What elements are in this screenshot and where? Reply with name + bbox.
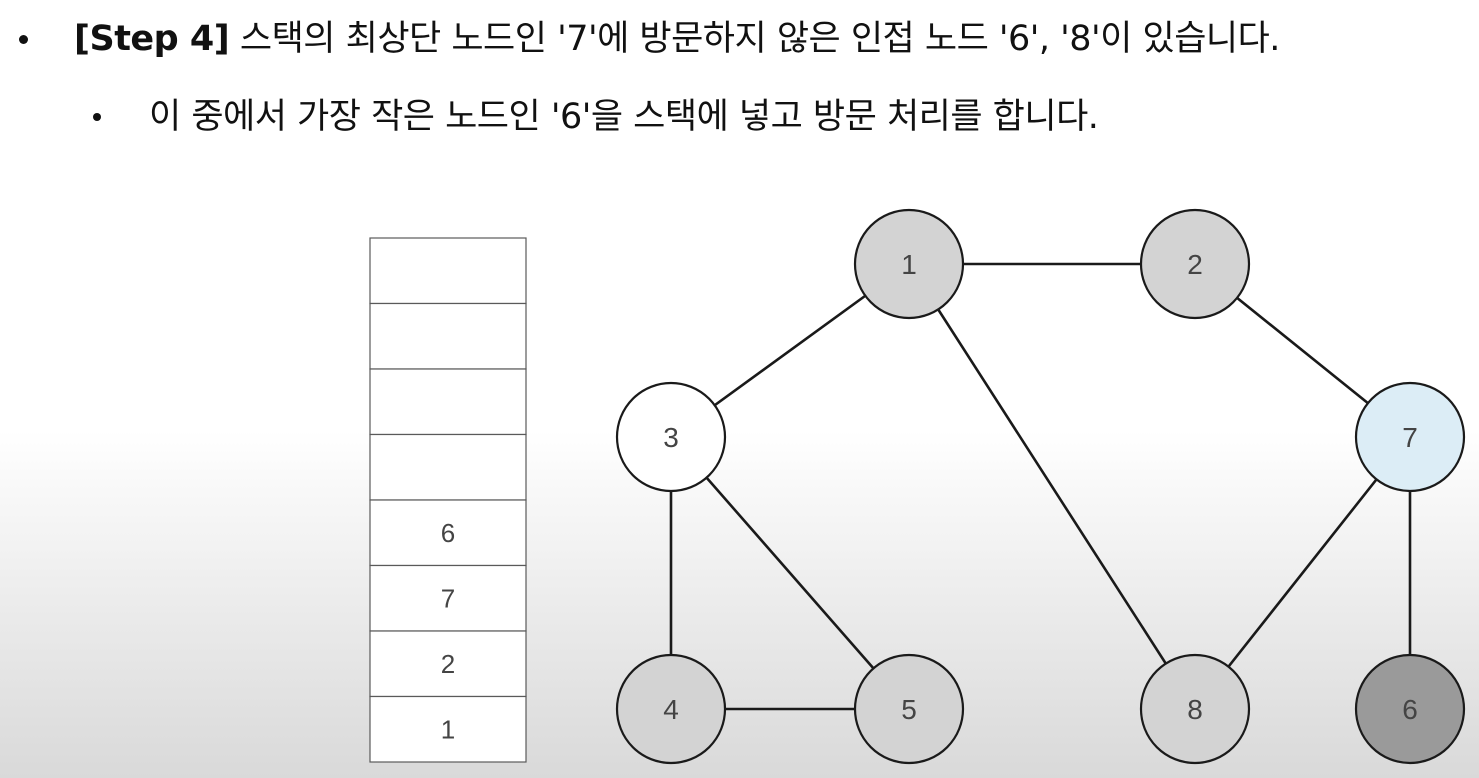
node-label: 1: [901, 249, 917, 280]
node-label: 4: [663, 694, 679, 725]
stack-cell-value: 1: [441, 714, 455, 744]
graph-edges: [669, 262, 1412, 711]
node-label: 5: [901, 694, 917, 725]
node-label: 6: [1402, 694, 1418, 725]
stack-cell-value: 2: [441, 649, 455, 679]
node-circle: [615, 381, 727, 493]
node-circle: [1139, 208, 1251, 320]
stack: 6 7 2 1: [369, 237, 527, 763]
graph-node-7: 7: [1354, 381, 1466, 493]
graph-node-3: 3: [615, 381, 727, 493]
stack-cell: [369, 368, 527, 436]
node-label: 3: [663, 422, 679, 453]
detail-text: 이 중에서 가장 작은 노드인 '6'을 스택에 넣고 방문 처리를 합니다.: [149, 97, 1099, 137]
edge-1-8: [907, 262, 1197, 711]
step-description: [Step 4] 스택의 최상단 노드인 '7'에 방문하지 않은 인접 노드 …: [74, 19, 1280, 59]
node-circle: [1354, 381, 1466, 493]
graph-nodes: 1 2 3 7 4 5 8 6: [615, 208, 1466, 765]
node-label: 7: [1402, 422, 1418, 453]
step-tag: [Step 4]: [74, 19, 230, 59]
stack-cell: [369, 237, 527, 305]
graph-node-2: 2: [1139, 208, 1251, 320]
edge-3-5: [669, 435, 911, 711]
bullet-dot-icon: [19, 35, 28, 44]
stack-cell: [369, 695, 527, 763]
graph-node-6: 6: [1354, 653, 1466, 765]
node-label: 8: [1187, 694, 1203, 725]
graph-node-5: 5: [853, 653, 965, 765]
node-circle: [853, 208, 965, 320]
node-label: 2: [1187, 249, 1203, 280]
stack-cell: [369, 630, 527, 698]
step-text: 스택의 최상단 노드인 '7'에 방문하지 않은 인접 노드 '6', '8'이…: [229, 19, 1281, 59]
graph-node-8: 8: [1139, 653, 1251, 765]
stack-cell: [369, 433, 527, 501]
node-circle: [1354, 653, 1466, 765]
stack-cell: [369, 564, 527, 632]
graph-node-4: 4: [615, 653, 727, 765]
edge-7-8: [1193, 435, 1412, 711]
node-circle: [853, 653, 965, 765]
graph-node-1: 1: [853, 208, 965, 320]
node-circle: [615, 653, 727, 765]
node-circle: [1139, 653, 1251, 765]
bullet-dot-icon: [93, 113, 101, 121]
stack-cell-value: 6: [441, 518, 455, 548]
stack-cell: [369, 302, 527, 370]
stack-cell-value: 7: [441, 583, 455, 613]
